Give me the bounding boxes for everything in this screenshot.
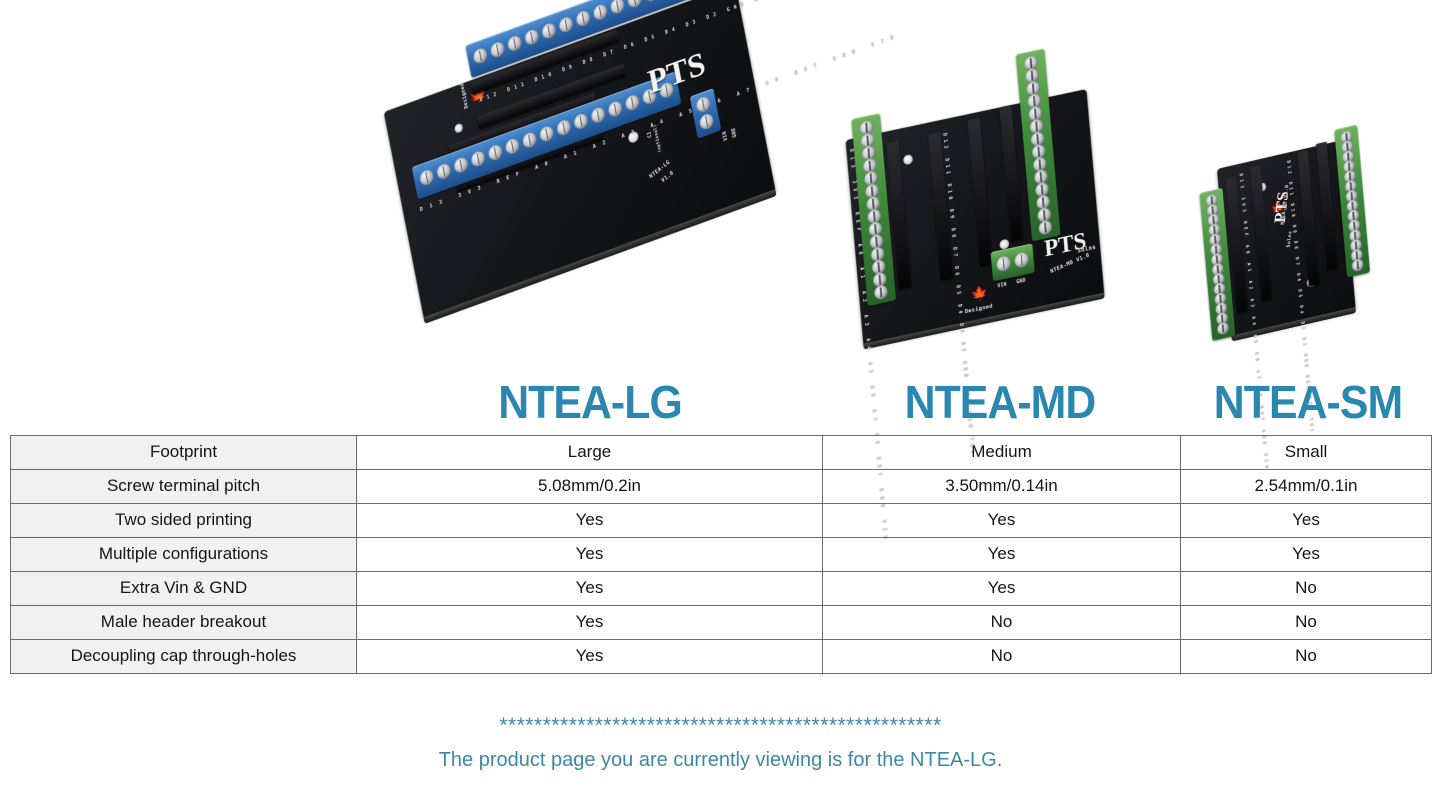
- cell-sm: Yes: [1180, 537, 1432, 572]
- pcb-ntea-sm: D12 D11 D10 D9 D8 D7 D6 D5 D4 D3 D2 GND …: [1181, 104, 1439, 472]
- terminal-screw: [538, 124, 555, 144]
- terminal-screw: [452, 155, 470, 175]
- cell-sm: Yes: [1180, 503, 1432, 538]
- terminal-screw: [504, 136, 521, 157]
- cell-md: No: [822, 605, 1181, 640]
- cell-lg: Yes: [356, 571, 823, 606]
- product-title-ntea-sm: NTEA-SM: [1213, 376, 1403, 428]
- terminal-screw: [521, 130, 538, 150]
- footer-message: The product page you are currently viewi…: [438, 749, 1003, 771]
- terminal-screw: [590, 105, 607, 125]
- terminal-screw: [695, 94, 712, 115]
- terminal-screw: [418, 167, 435, 188]
- row-label: Extra Vin & GND: [10, 571, 357, 606]
- terminal-screw: [995, 254, 1012, 273]
- row-label: Decoupling cap through-holes: [10, 639, 357, 674]
- terminal-screw: [607, 99, 624, 119]
- cell-sm: No: [1180, 639, 1432, 674]
- spec-comparison-table: Footprint Large Medium Small Screw termi…: [10, 435, 1432, 674]
- terminal-screw: [873, 284, 889, 301]
- cell-md: Yes: [822, 503, 1181, 538]
- row-label: Male header breakout: [10, 605, 357, 640]
- table-row: Footprint Large Medium Small: [10, 435, 1432, 470]
- product-image-ntea-sm: D12 D11 D10 D9 D8 D7 D6 D5 D4 D3 D2 GND …: [1185, 124, 1435, 472]
- product-image-band: 🍁 Designed D12 D11 D10 D9 D8 D7 D6 D5 D4…: [0, 0, 1441, 544]
- table-row: Male header breakout Yes No No: [10, 605, 1432, 640]
- product-image-ntea-md: D12 D11 D10 D9 D8 D7 D6 D5 D4 D3 D2 GND …: [818, 48, 1178, 544]
- product-title-ntea-md: NTEA-MD: [904, 376, 1097, 428]
- terminal-screw: [575, 8, 592, 29]
- cell-sm: No: [1180, 571, 1432, 606]
- table-row: Extra Vin & GND Yes Yes No: [10, 571, 1432, 606]
- cell-md: Yes: [822, 571, 1181, 606]
- maple-leaf-icon: 🍁: [970, 283, 989, 303]
- pcb-ntea-md: D12 D11 D10 D9 D8 D7 D6 D5 D4 D3 D2 GND …: [814, 23, 1181, 544]
- terminal-screw: [557, 15, 575, 35]
- product-title-ntea-lg: NTEA-LG: [498, 376, 683, 428]
- terminal-screw: [555, 118, 573, 138]
- cell-md: Medium: [822, 435, 1181, 470]
- terminal-screw: [592, 2, 609, 22]
- row-label: Screw terminal pitch: [10, 469, 357, 504]
- cell-lg: Yes: [356, 639, 823, 674]
- terminal-screw: [472, 46, 489, 66]
- pcb-ntea-lg: 🍁 Designed D12 D11 D10 D9 D8 D7 D6 D5 D4…: [358, 0, 901, 424]
- cell-lg: Yes: [356, 537, 823, 572]
- row-label: Footprint: [10, 435, 357, 470]
- footer-note: ****************************************…: [0, 713, 1441, 775]
- cell-sm: Small: [1180, 435, 1432, 470]
- terminal-screw: [1216, 321, 1230, 336]
- cell-md: No: [822, 639, 1181, 674]
- cell-md: Yes: [822, 537, 1181, 572]
- row-label: Two sided printing: [10, 503, 357, 538]
- terminal-screw: [540, 21, 558, 41]
- terminal-screw: [609, 0, 626, 16]
- terminal-screw: [470, 149, 487, 169]
- terminal-screw: [487, 143, 504, 163]
- cell-lg: Yes: [356, 503, 823, 538]
- cell-lg: Yes: [356, 605, 823, 640]
- cell-lg: 5.08mm/0.2in: [356, 469, 823, 504]
- terminal-screw: [698, 112, 715, 132]
- terminal-screw: [643, 0, 660, 4]
- table-row: Multiple configurations Yes Yes Yes: [10, 537, 1432, 572]
- footer-divider: ****************************************…: [499, 714, 942, 737]
- terminal-screw: [1013, 251, 1030, 269]
- product-image-ntea-lg: 🍁 Designed D12 D11 D10 D9 D8 D7 D6 D5 D4…: [370, 0, 901, 360]
- terminal-screw: [1351, 257, 1365, 273]
- cell-sm: No: [1180, 605, 1432, 640]
- terminal-screw: [523, 27, 540, 47]
- table-row: Decoupling cap through-holes Yes No No: [10, 639, 1432, 674]
- cell-lg: Large: [356, 435, 823, 470]
- row-label: Multiple configurations: [10, 537, 357, 572]
- table-row: Two sided printing Yes Yes Yes: [10, 503, 1432, 538]
- terminal-screw: [1038, 219, 1053, 236]
- cell-sm: 2.54mm/0.1in: [1180, 469, 1432, 504]
- cell-md: 3.50mm/0.14in: [822, 469, 1181, 504]
- terminal-screw: [624, 93, 641, 113]
- terminal-screw: [435, 161, 453, 181]
- brand-logo: PTS: [1270, 191, 1292, 224]
- table-row: Screw terminal pitch 5.08mm/0.2in 3.50mm…: [10, 469, 1432, 504]
- terminal-screw: [506, 33, 523, 54]
- terminal-screw: [572, 111, 590, 132]
- terminal-screw: [626, 0, 643, 10]
- terminal-screw: [489, 40, 506, 60]
